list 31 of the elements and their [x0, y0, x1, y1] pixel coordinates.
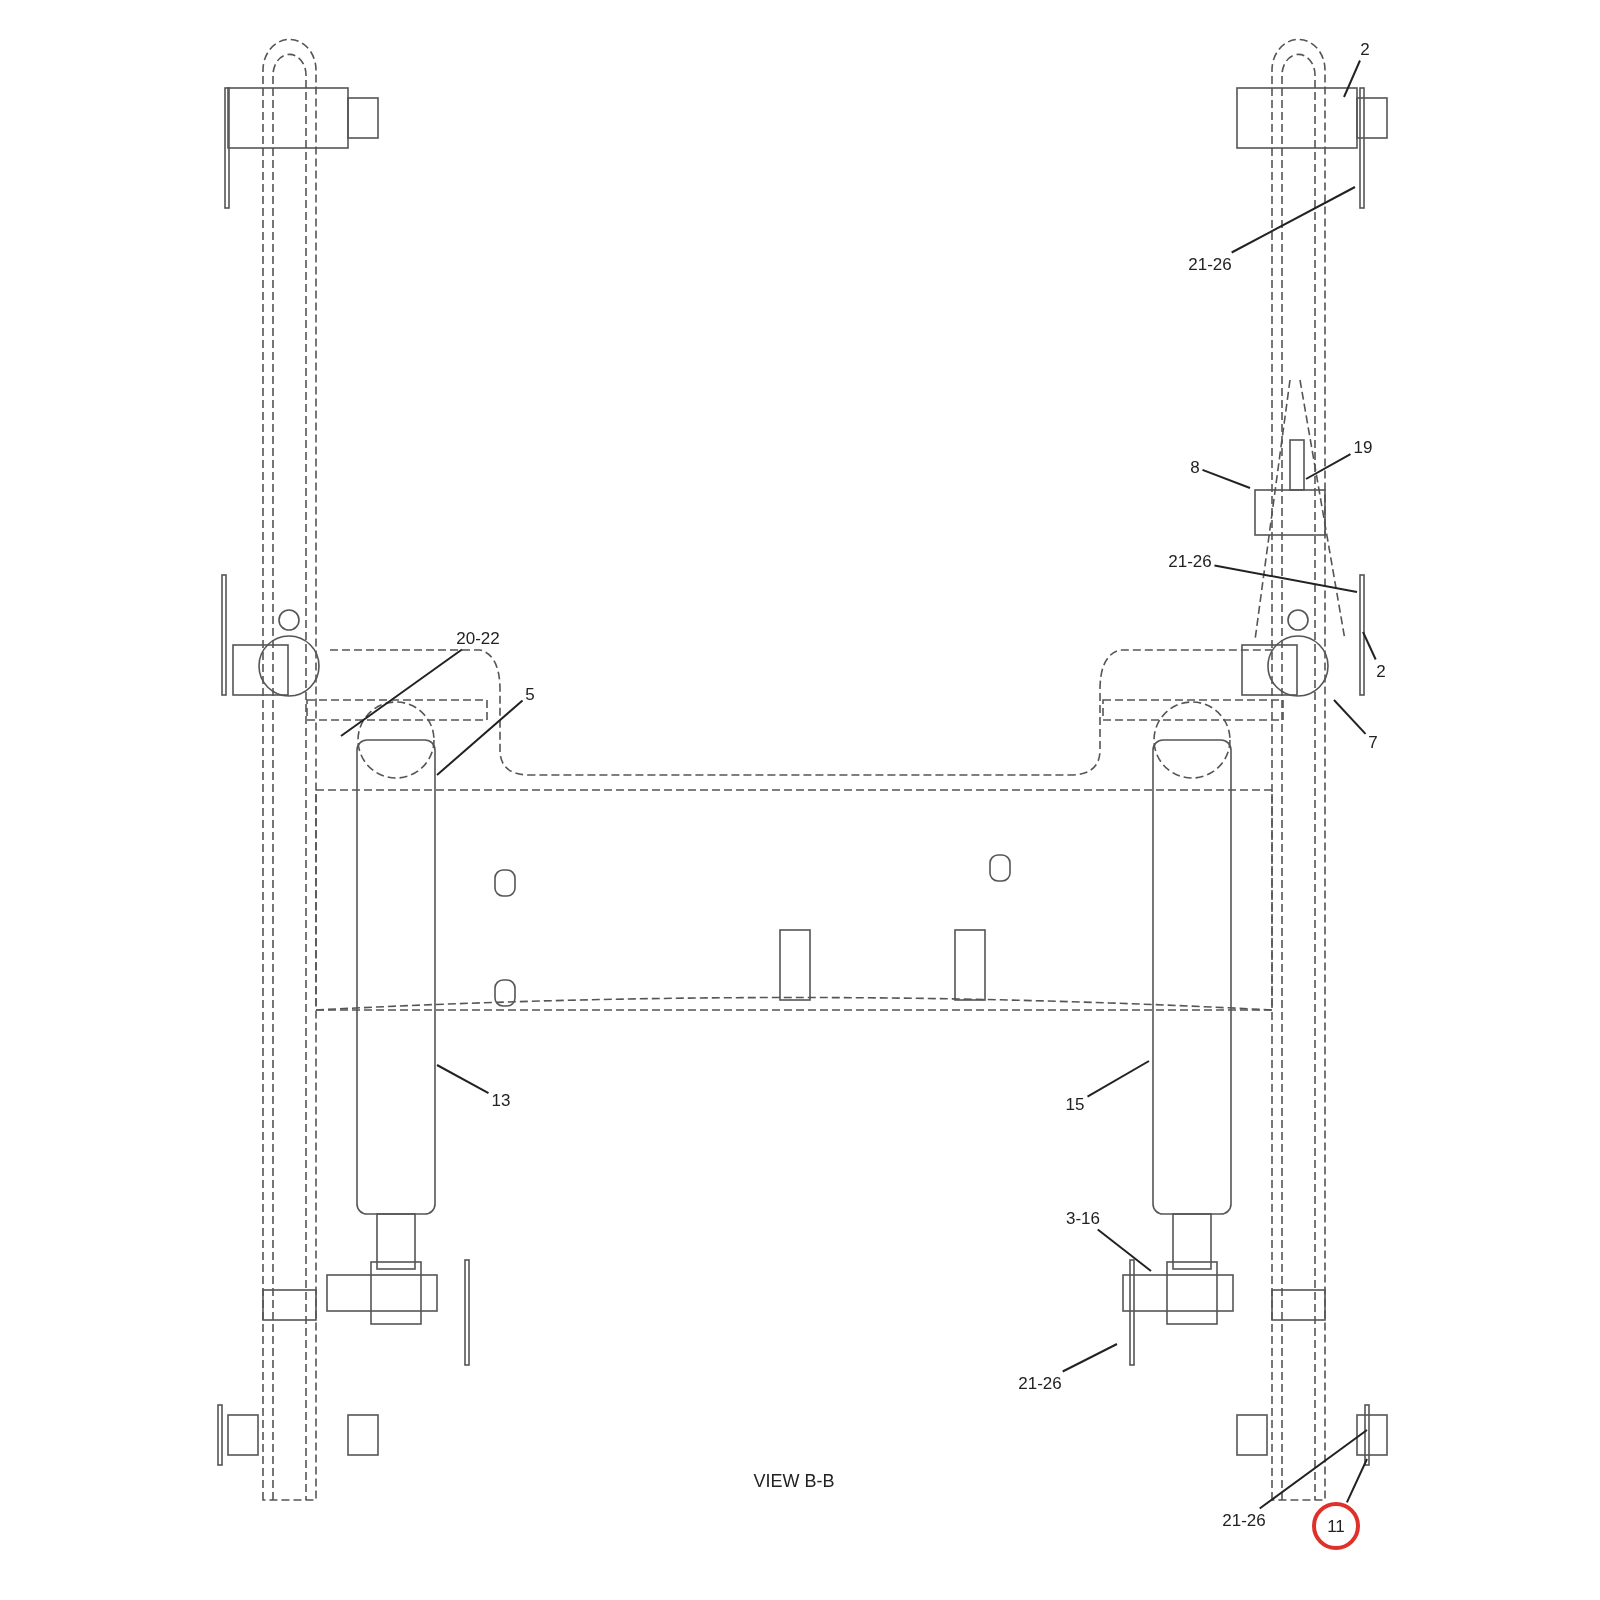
callout-number: 21-26: [1221, 1510, 1267, 1530]
leader-line: [1345, 1458, 1368, 1504]
leader-line: [1213, 564, 1358, 593]
leader-line: [1230, 186, 1356, 254]
callout-number: 5: [524, 684, 536, 704]
leader-line: [1258, 1429, 1368, 1510]
leader-line: [1086, 1060, 1150, 1098]
leader-line: [1343, 59, 1361, 98]
leader-line: [436, 699, 524, 776]
callout-number: 7: [1367, 732, 1379, 752]
callout-number: 21-26: [1187, 254, 1233, 274]
leader-line: [1096, 1228, 1152, 1272]
view-title: VIEW B-B: [753, 1470, 835, 1492]
callout-number: 8: [1189, 457, 1201, 477]
callout-number: 3-16: [1065, 1208, 1101, 1228]
callout-number: 2: [1359, 39, 1371, 59]
callout-number: 11: [1312, 1502, 1360, 1550]
leader-line: [1333, 699, 1367, 735]
callout-number: 15: [1064, 1094, 1086, 1114]
callout-number: 13: [490, 1090, 512, 1110]
leader-line: [436, 1064, 490, 1095]
leader-line: [340, 648, 463, 737]
leader-line: [1362, 631, 1377, 661]
leader-line: [1201, 468, 1251, 489]
callout-number: 21-26: [1017, 1373, 1063, 1393]
callout-number: 21-26: [1167, 551, 1213, 571]
callout-number: 2: [1375, 661, 1387, 681]
leader-line: [1305, 453, 1352, 480]
callout-number: 19: [1352, 437, 1374, 457]
callout-number: 20-22: [455, 628, 501, 648]
leader-line: [1061, 1343, 1118, 1373]
